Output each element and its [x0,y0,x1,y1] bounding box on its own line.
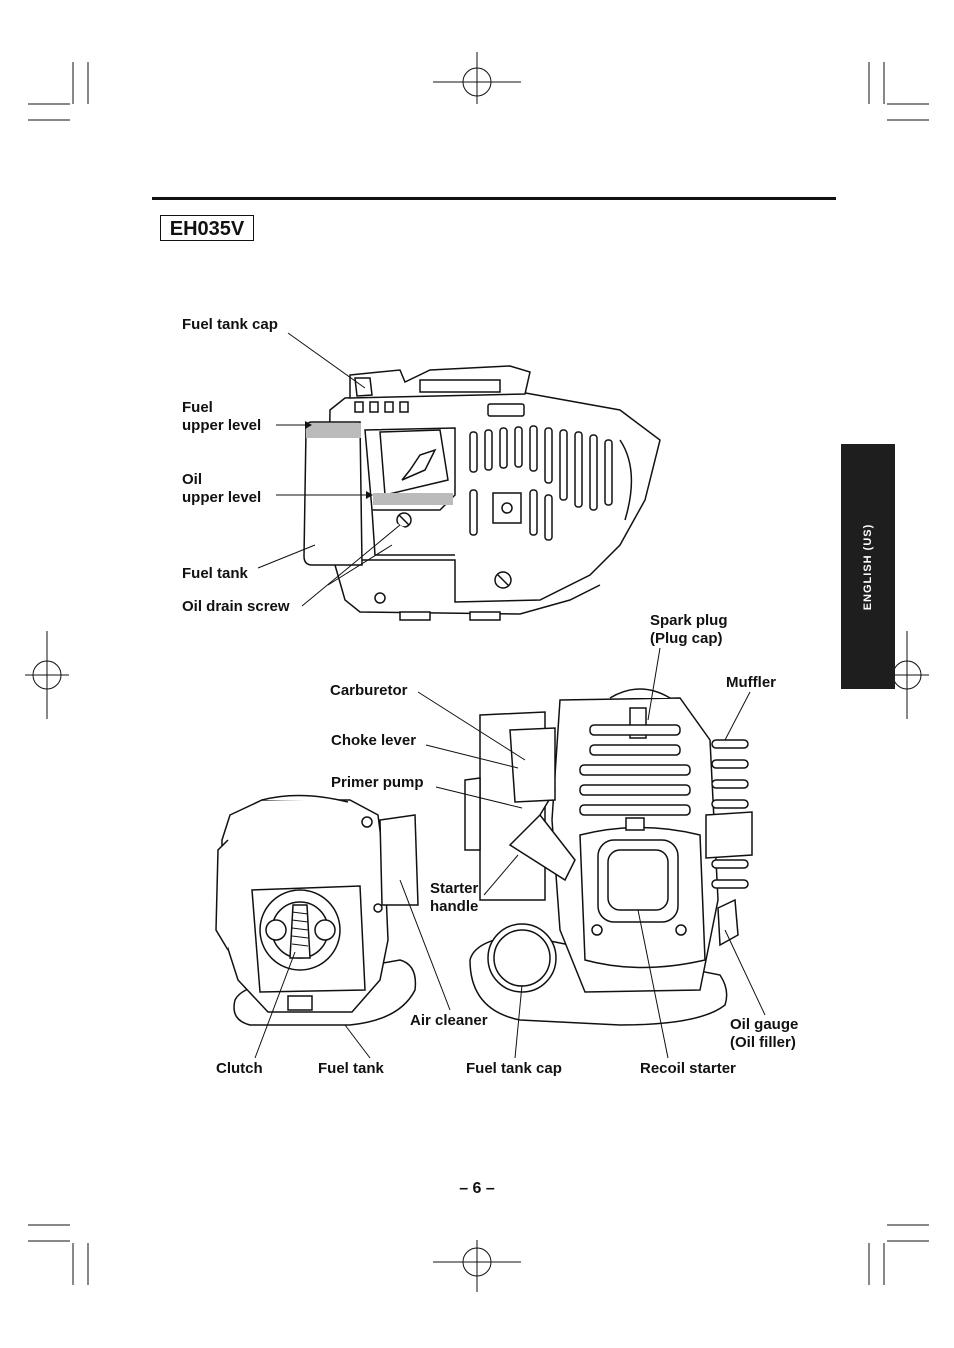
model-title: EH035V [160,215,254,241]
label-oil-drain-screw: Oil drain screw [182,598,290,615]
label-air-cleaner: Air cleaner [410,1012,488,1029]
label-clutch: Clutch [216,1060,263,1077]
engine-side-view [303,365,661,621]
label-fuel-tank-cap-side: Fuel tank cap [182,316,278,333]
language-tab: ENGLISH (US) [841,444,895,689]
leader-lines [254,332,766,1059]
label-primer-pump: Primer pump [331,774,424,791]
label-fuel-upper-level: Fuel upper level [182,399,262,434]
leader-arrows [305,421,373,499]
engine-rear-view [215,794,419,1026]
label-fuel-tank-rear: Fuel tank [318,1060,384,1077]
label-spark-plug: Spark plug (Plug cap) [650,612,728,647]
label-recoil-starter: Recoil starter [640,1060,736,1077]
label-muffler: Muffler [726,674,776,691]
label-oil-upper-level: Oil upper level [182,471,262,506]
label-oil-gauge: Oil gauge (Oil filler) [730,1016,799,1051]
top-rule [152,197,836,200]
page-number: – 6 – [459,1180,495,1197]
label-choke-lever: Choke lever [331,732,417,749]
engine-front-view [464,688,753,1026]
label-fuel-tank-cap-front: Fuel tank cap [466,1060,562,1077]
label-carburetor: Carburetor [330,682,408,699]
label-fuel-tank-side: Fuel tank [182,565,248,582]
label-starter-handle: Starter handle [430,880,479,915]
